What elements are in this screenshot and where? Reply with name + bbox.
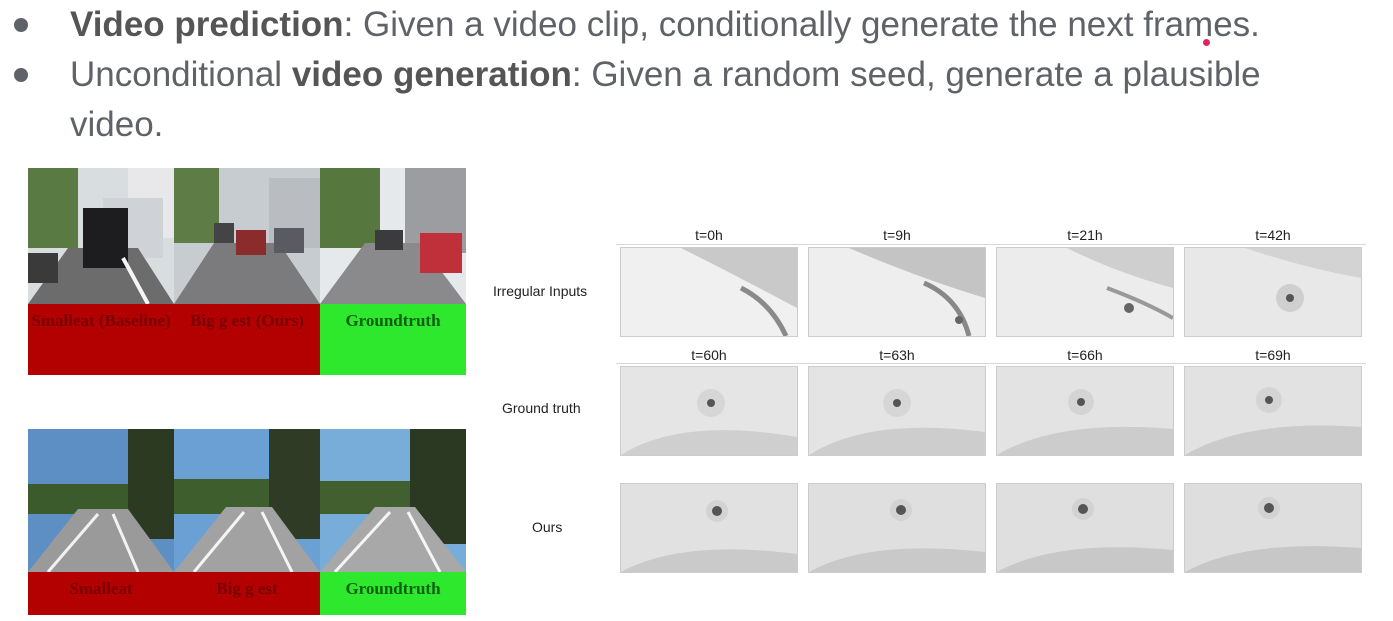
bullet-pre: Unconditional — [70, 55, 292, 94]
label-groundtruth: Groundtruth — [320, 572, 466, 615]
time-label: t=21h — [1067, 227, 1103, 243]
satellite-tile — [620, 247, 798, 337]
row-label-ground-truth: Ground truth — [502, 400, 581, 416]
label-baseline: Smalleat (Baseline) — [28, 304, 174, 375]
bullet-rest: : Given a random seed, generate a plausi… — [571, 55, 1261, 94]
bullet-text: Unconditional video generation: Given a … — [70, 50, 1261, 100]
car-comparison-top: Smalleat (Baseline) Big g est (Ours) Gro… — [28, 168, 466, 375]
satellite-tile — [996, 366, 1174, 456]
car-frame-ours — [174, 429, 320, 572]
divider — [616, 244, 1366, 245]
satellite-tile — [808, 247, 986, 337]
label-groundtruth: Groundtruth — [320, 304, 466, 375]
bullet-bold-term: Video prediction — [70, 5, 344, 44]
satellite-tile — [996, 247, 1174, 337]
time-label: t=9h — [883, 227, 911, 243]
time-label: t=42h — [1255, 227, 1291, 243]
divider — [616, 363, 1366, 364]
satellite-tile — [996, 483, 1174, 573]
car-frame-groundtruth — [320, 168, 466, 304]
label-ours: Big g est (Ours) — [174, 304, 320, 375]
car-frame-baseline — [28, 168, 174, 304]
time-label: t=60h — [691, 347, 727, 363]
car-comparison-bottom: Smalleat Big g est Groundtruth — [28, 429, 466, 615]
bullet-bold-term: video generation — [291, 55, 572, 94]
satellite-tile — [808, 366, 986, 456]
satellite-tile — [620, 483, 798, 573]
satellite-tile — [808, 483, 986, 573]
car-frame-groundtruth — [320, 429, 466, 572]
satellite-tile — [1184, 247, 1362, 337]
typhoon-figure: t=0h t=9h t=21h t=42h Irregular Inputs G… — [486, 225, 1366, 585]
satellite-tile — [1184, 366, 1362, 456]
frame-row — [28, 429, 466, 572]
bullet-continuation: video. — [70, 105, 164, 144]
bullet-rest: : Given a video clip, conditionally gene… — [343, 5, 1260, 44]
bullet-text: Video prediction: Given a video clip, co… — [70, 0, 1260, 50]
laser-pointer-dot — [1203, 39, 1210, 46]
label-baseline: Smalleat — [28, 572, 174, 615]
frame-row — [28, 168, 466, 304]
satellite-tile — [1184, 483, 1362, 573]
label-ours: Big g est — [174, 572, 320, 615]
bullet-dot — [14, 68, 28, 82]
time-label: t=63h — [879, 347, 915, 363]
time-label: t=69h — [1255, 347, 1291, 363]
row-label-ours: Ours — [532, 519, 563, 535]
time-label: t=0h — [695, 227, 723, 243]
satellite-tile — [620, 366, 798, 456]
label-row: Smalleat Big g est Groundtruth — [28, 572, 466, 615]
label-row: Smalleat (Baseline) Big g est (Ours) Gro… — [28, 304, 466, 375]
time-label: t=66h — [1067, 347, 1103, 363]
bullet-dot — [14, 18, 28, 32]
row-label-irregular-inputs: Irregular Inputs — [493, 283, 588, 299]
car-frame-baseline — [28, 429, 174, 572]
car-frame-ours — [174, 168, 320, 304]
